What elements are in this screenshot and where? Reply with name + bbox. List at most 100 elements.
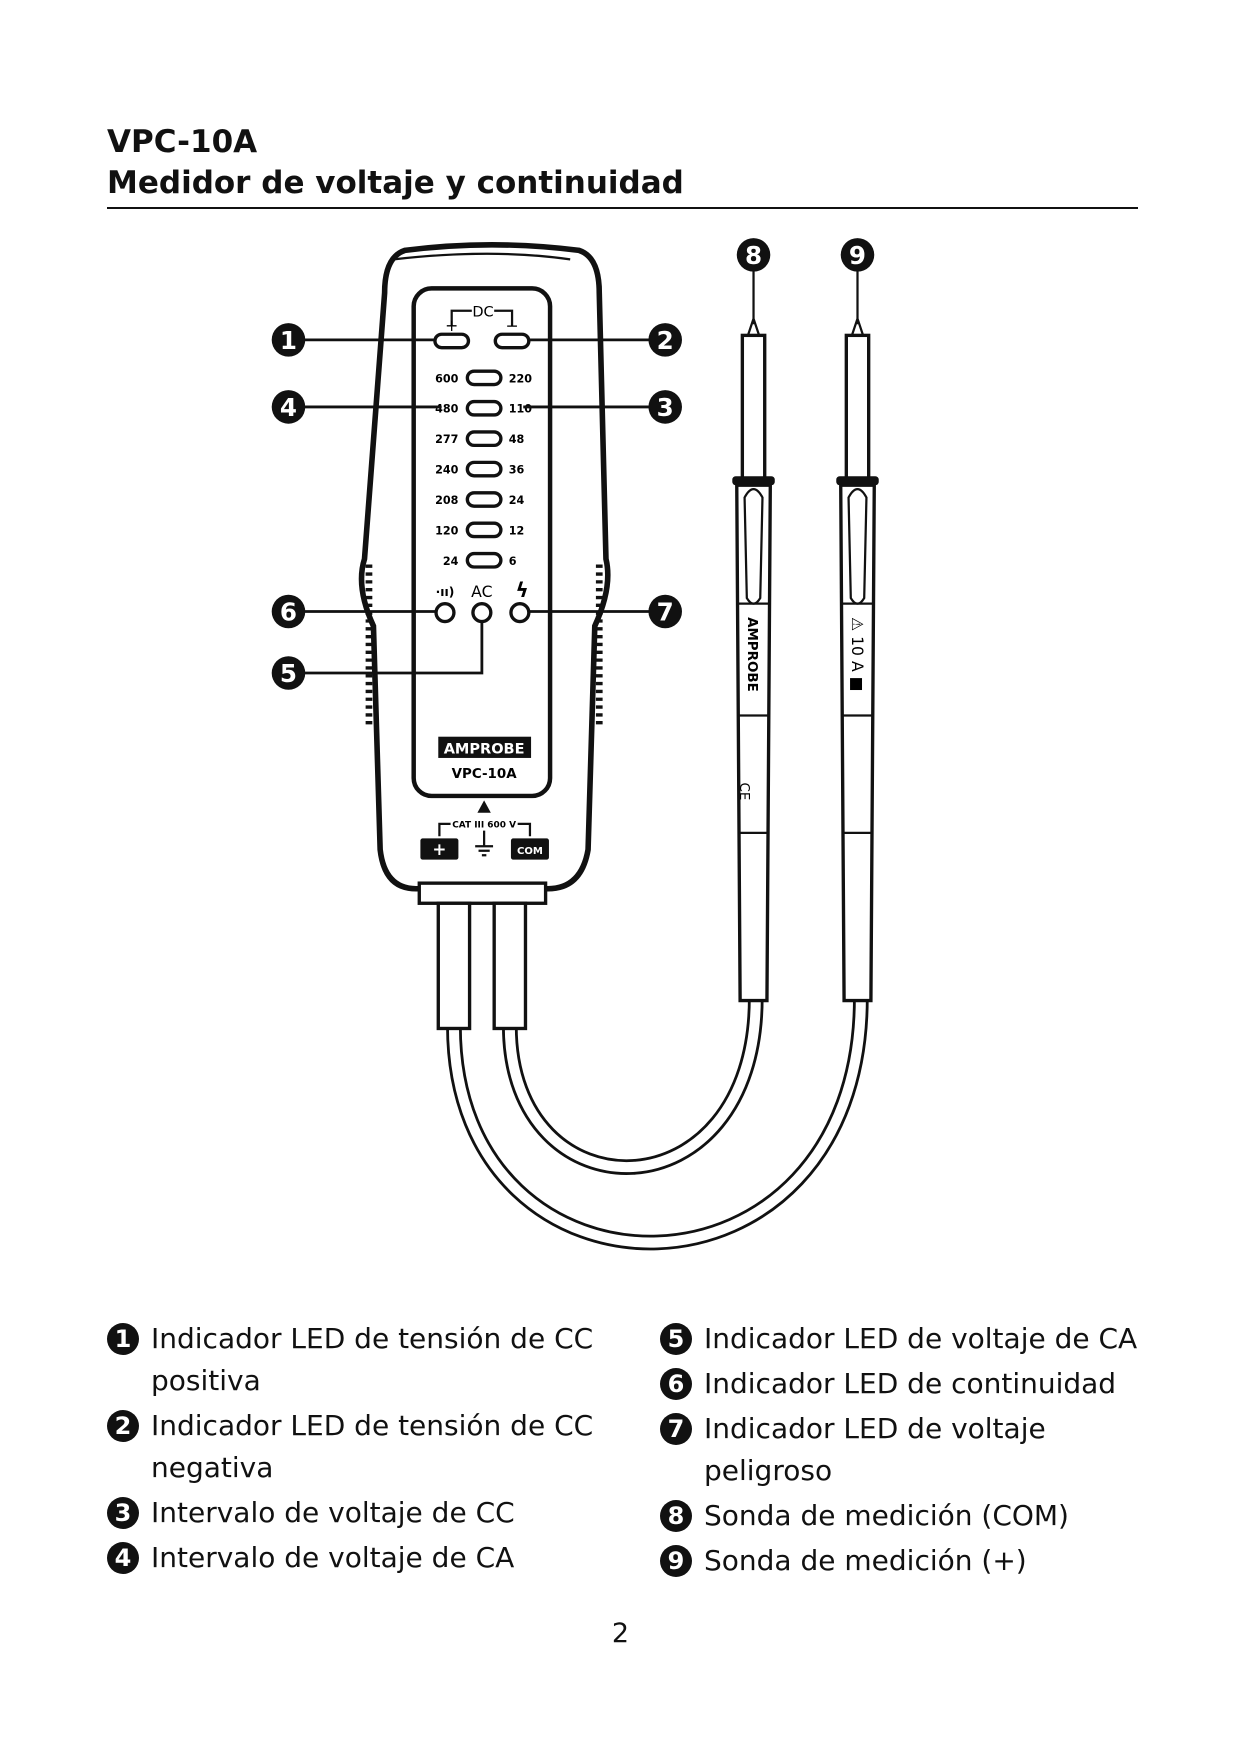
probe-tip (746, 268, 761, 336)
range-led (465, 460, 503, 478)
plus-terminal-label: + (432, 839, 446, 859)
range-led (465, 430, 503, 448)
title-rule (107, 207, 1138, 209)
brand-logo: AMPROBE (444, 741, 525, 757)
callout-number: 9 (849, 241, 866, 270)
legend-text: Indicador LED de tensión de CC positiva (151, 1322, 594, 1397)
dc-range-label: 48 (509, 433, 525, 446)
probe-segment-line (736, 602, 771, 834)
led-dc-positive (433, 332, 471, 350)
legend-number-badge: 2 (107, 1410, 139, 1442)
probe-tip (850, 268, 865, 336)
dc-range-label: 24 (509, 494, 525, 507)
range-led (465, 521, 503, 539)
dc-range-label: 36 (509, 464, 525, 477)
dc-range-label: 220 (509, 372, 533, 385)
dc-range-label: 110 (509, 403, 533, 416)
legend-item: 9 Sonda de medición (+) (660, 1540, 1180, 1582)
plus-label: + (445, 316, 458, 335)
legend-item: 5 Indicador LED de voltaje de CA (660, 1318, 1180, 1360)
callout-number: 3 (657, 393, 674, 422)
callout-number: 7 (657, 597, 674, 626)
warning-icon (477, 800, 491, 813)
page-number: 2 (611, 1618, 630, 1649)
cat-rating: CAT III 600 V (452, 820, 516, 830)
model-heading: VPC-10A (107, 124, 258, 160)
led-continuity (434, 601, 456, 624)
callout-badge (271, 594, 306, 629)
ac-range-label: 600 (435, 372, 459, 385)
range-led (465, 491, 503, 508)
led-ac (471, 601, 493, 624)
probe-plus-label: ⚠ 10 A ■ (848, 617, 867, 691)
callout-line (288, 621, 484, 675)
page-title: Medidor de voltaje y continuidad (107, 165, 684, 201)
legend-text: Indicador LED de voltaje de CA (704, 1322, 1138, 1355)
range-led (465, 551, 503, 569)
ce-mark: CE (736, 783, 751, 801)
dc-range-label: 6 (509, 555, 517, 568)
continuity-symbol: ·ıı) (436, 585, 455, 599)
probe-guard (836, 476, 879, 486)
minus-label: − (506, 316, 519, 335)
range-led (465, 369, 503, 387)
legend-text: Sonda de medición (COM) (704, 1499, 1069, 1532)
device-model-label: VPC-10A (452, 767, 518, 782)
probe-segment-line (840, 602, 875, 834)
lead-plug-left (436, 901, 472, 1031)
dc-label: DC (472, 304, 493, 320)
callout-number: 4 (280, 393, 297, 422)
com-terminal-label: COM (517, 846, 543, 857)
callout-number: 1 (280, 326, 297, 355)
legend-number-badge: 4 (107, 1542, 139, 1574)
legend-number-badge: 8 (660, 1500, 692, 1532)
callout-number: 6 (280, 597, 297, 626)
dc-range-label: 12 (509, 524, 525, 537)
ac-range-label: 277 (435, 433, 458, 446)
callout-badge (648, 323, 682, 357)
callout-number: 5 (280, 659, 297, 688)
grip-ridges (365, 564, 603, 727)
callout-badge (271, 656, 306, 690)
brand-logo-box (438, 736, 532, 758)
callout-badge (648, 594, 682, 629)
callout-badge (271, 390, 306, 424)
ac-range-label: 120 (435, 524, 459, 537)
callout-badge (840, 238, 875, 272)
led-hazard (509, 601, 531, 624)
com-terminal (510, 838, 549, 860)
connector (417, 881, 548, 905)
display-panel (411, 286, 553, 799)
range-led (465, 399, 503, 417)
finger-grip (847, 487, 868, 605)
legend-item: 2 Indicador LED de tensión de CC negativa (107, 1405, 627, 1489)
callout-number: 2 (657, 326, 674, 355)
hazard-icon: ϟ (515, 578, 528, 602)
legend-text: Indicador LED de continuidad (704, 1367, 1117, 1400)
legend-number-badge: 9 (660, 1545, 692, 1577)
legend-number-badge: 3 (107, 1497, 139, 1529)
legend-number-badge: 7 (660, 1413, 692, 1445)
ac-label: AC (471, 582, 492, 601)
callout-badge (271, 323, 306, 357)
ground-icon (475, 830, 494, 857)
plus-terminal (420, 838, 459, 860)
legend-text: Sonda de medición (+) (704, 1544, 1027, 1577)
legend-number-badge: 5 (660, 1323, 692, 1355)
finger-grip (743, 487, 764, 605)
callout-badge (736, 238, 771, 272)
ac-range-label: 208 (435, 494, 459, 507)
probe-guard (732, 476, 775, 486)
legend-text: Indicador LED de tensión de CC negativa (151, 1409, 594, 1484)
probe-shaft (844, 333, 871, 481)
